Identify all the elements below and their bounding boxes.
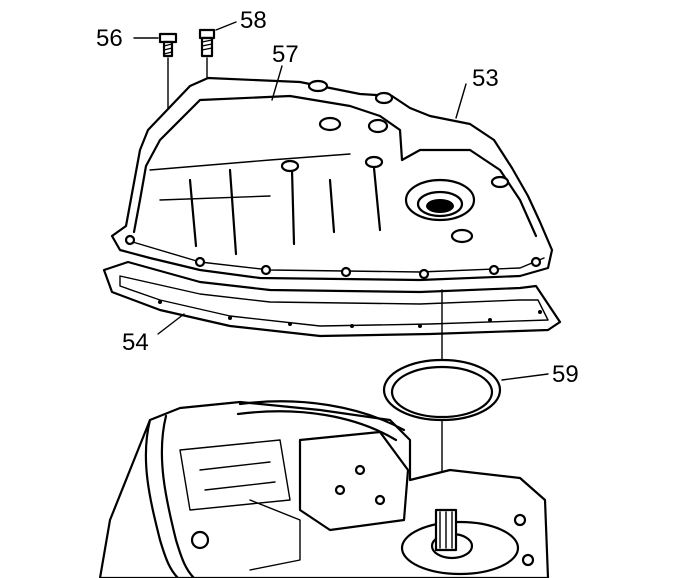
transmission-case <box>98 400 550 578</box>
callout-59: 59 <box>552 361 579 388</box>
callout-54: 54 <box>122 329 149 356</box>
oil-pan-53 <box>110 76 554 282</box>
leader-lines <box>133 21 549 381</box>
seal-ring-59 <box>382 289 502 501</box>
callout-57: 57 <box>272 41 299 68</box>
callout-56: 56 <box>96 25 123 52</box>
callout-53: 53 <box>472 65 499 92</box>
bolt-56 <box>158 32 178 113</box>
callout-58: 58 <box>240 7 267 34</box>
bolt-58 <box>198 28 216 79</box>
